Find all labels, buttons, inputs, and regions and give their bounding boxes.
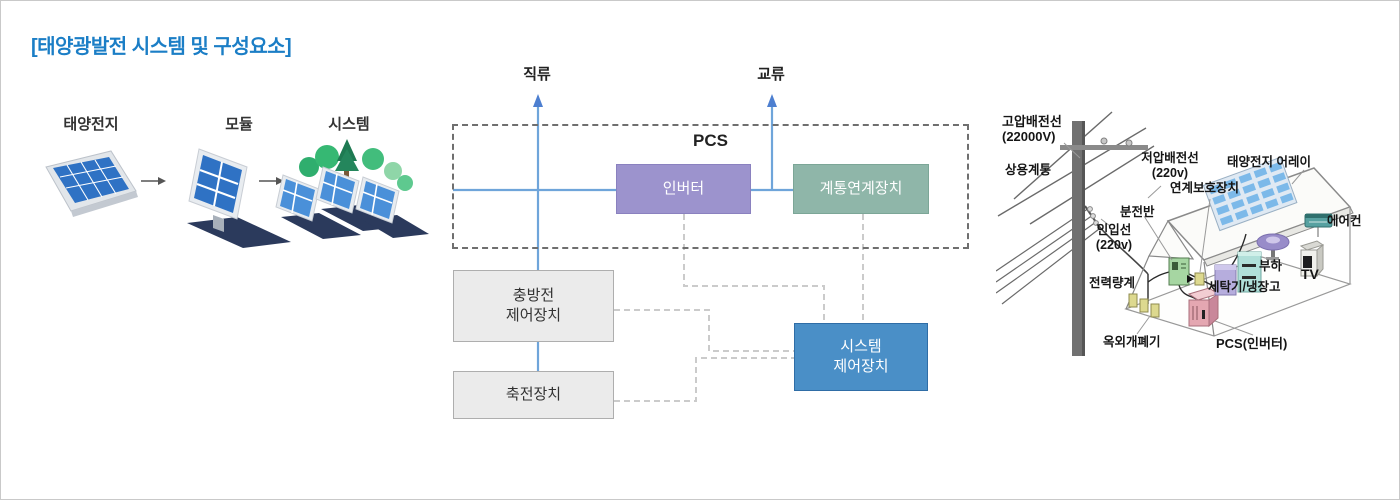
pcs-boundary: PCS <box>452 124 969 249</box>
label-high-voltage-line2: (22000V) <box>1002 129 1056 144</box>
insulator-icon <box>1100 137 1108 145</box>
refrigerator-unit <box>1237 251 1262 293</box>
label-aircon: 에어컨 <box>1327 214 1362 228</box>
insulator-icon <box>1125 139 1133 147</box>
distribution-board-unit <box>1168 257 1190 286</box>
label-watt-hour-meter: 전력량계 <box>1089 276 1136 290</box>
label-service-line2: (220v) <box>1095 238 1133 252</box>
label-low-voltage-line: 저압배전선 (220v) <box>1134 151 1206 181</box>
module-panel <box>187 148 291 248</box>
grid-interconnect-label: 계통연계장치 <box>819 180 903 197</box>
charge-discharge-controller-box: 충방전 제어장치 <box>453 270 614 342</box>
grid-interconnect-box: 계통연계장치 <box>793 164 929 214</box>
system-controller-box: 시스템 제어장치 <box>794 323 928 391</box>
label-load: 부하 <box>1259 259 1283 273</box>
label-interconnection-protection: 연계보호장치 <box>1170 181 1240 195</box>
dc-label: 직류 <box>523 66 551 83</box>
label-commercial-grid: 상용계통 <box>1005 163 1052 177</box>
ac-label: 교류 <box>757 66 785 83</box>
storage-label: 축전장치 <box>505 386 562 403</box>
arrow-right-icon <box>141 177 166 185</box>
label-tv: TV <box>1301 266 1319 282</box>
ac-arrow-icon <box>767 94 777 107</box>
washing-machine-unit <box>1214 264 1237 296</box>
control-signal-dashes <box>614 214 864 402</box>
label-pcs-inverter: PCS(인버터) <box>1216 336 1288 351</box>
trees <box>299 139 413 191</box>
array-shadows <box>281 205 429 239</box>
crossarm <box>1060 145 1148 150</box>
inverter-label: 인버터 <box>662 180 705 197</box>
pv-array-graphic <box>1202 156 1298 232</box>
arrow-right-icon <box>259 177 284 185</box>
watt-hour-meters <box>1128 293 1160 318</box>
protection-device-unit <box>1187 272 1205 286</box>
label-washer-fridge: 세탁기/냉장고 <box>1208 280 1281 294</box>
array-panels <box>275 166 400 224</box>
label-high-voltage-line1: 고압배전선 <box>1002 114 1062 129</box>
system-ctrl-line2: 제어장치 <box>833 358 889 375</box>
label-outdoor-switch: 옥외개폐기 <box>1103 335 1161 349</box>
charge-ctrl-line1: 충방전 <box>512 287 555 304</box>
pcs-inverter-unit <box>1187 287 1220 328</box>
solar-cell-panel <box>45 150 138 217</box>
label-service-line: 인입선 (220v) <box>1086 223 1142 253</box>
label-leaders <box>1063 142 1305 336</box>
tv-unit <box>1299 240 1325 278</box>
label-low-voltage-line2: (220v) <box>1151 166 1189 180</box>
solar-panel-progression-graphic <box>45 139 429 248</box>
power-flow-lines <box>453 106 793 371</box>
label-high-voltage-line: 고압배전선 (22000V) <box>1002 114 1062 144</box>
step-label-solar-cell: 태양전지 <box>63 116 119 133</box>
storage-device-box: 축전장치 <box>453 371 614 419</box>
system-ctrl-line1: 시스템 <box>840 338 882 355</box>
dc-arrow-icon <box>533 94 543 107</box>
load-fan-unit <box>1256 233 1290 260</box>
page-title: [태양광발전 시스템 및 구성요소] <box>31 36 292 58</box>
diagram-connectors <box>453 94 864 402</box>
label-distribution-board: 분전반 <box>1120 205 1155 219</box>
system-panels <box>275 139 429 239</box>
aircon-unit <box>1304 213 1333 237</box>
label-low-voltage-line1: 저압배전선 <box>1141 151 1199 165</box>
step-label-system: 시스템 <box>328 116 370 133</box>
label-service-line1: 인입선 <box>1096 223 1132 237</box>
house-illustration <box>996 111 1354 356</box>
inverter-box: 인버터 <box>616 164 751 214</box>
charge-ctrl-line2: 제어장치 <box>505 307 562 324</box>
label-pv-array: 태양전지 어레이 <box>1227 155 1311 169</box>
pcs-label: PCS <box>693 131 728 150</box>
step-label-module: 모듈 <box>225 116 253 133</box>
